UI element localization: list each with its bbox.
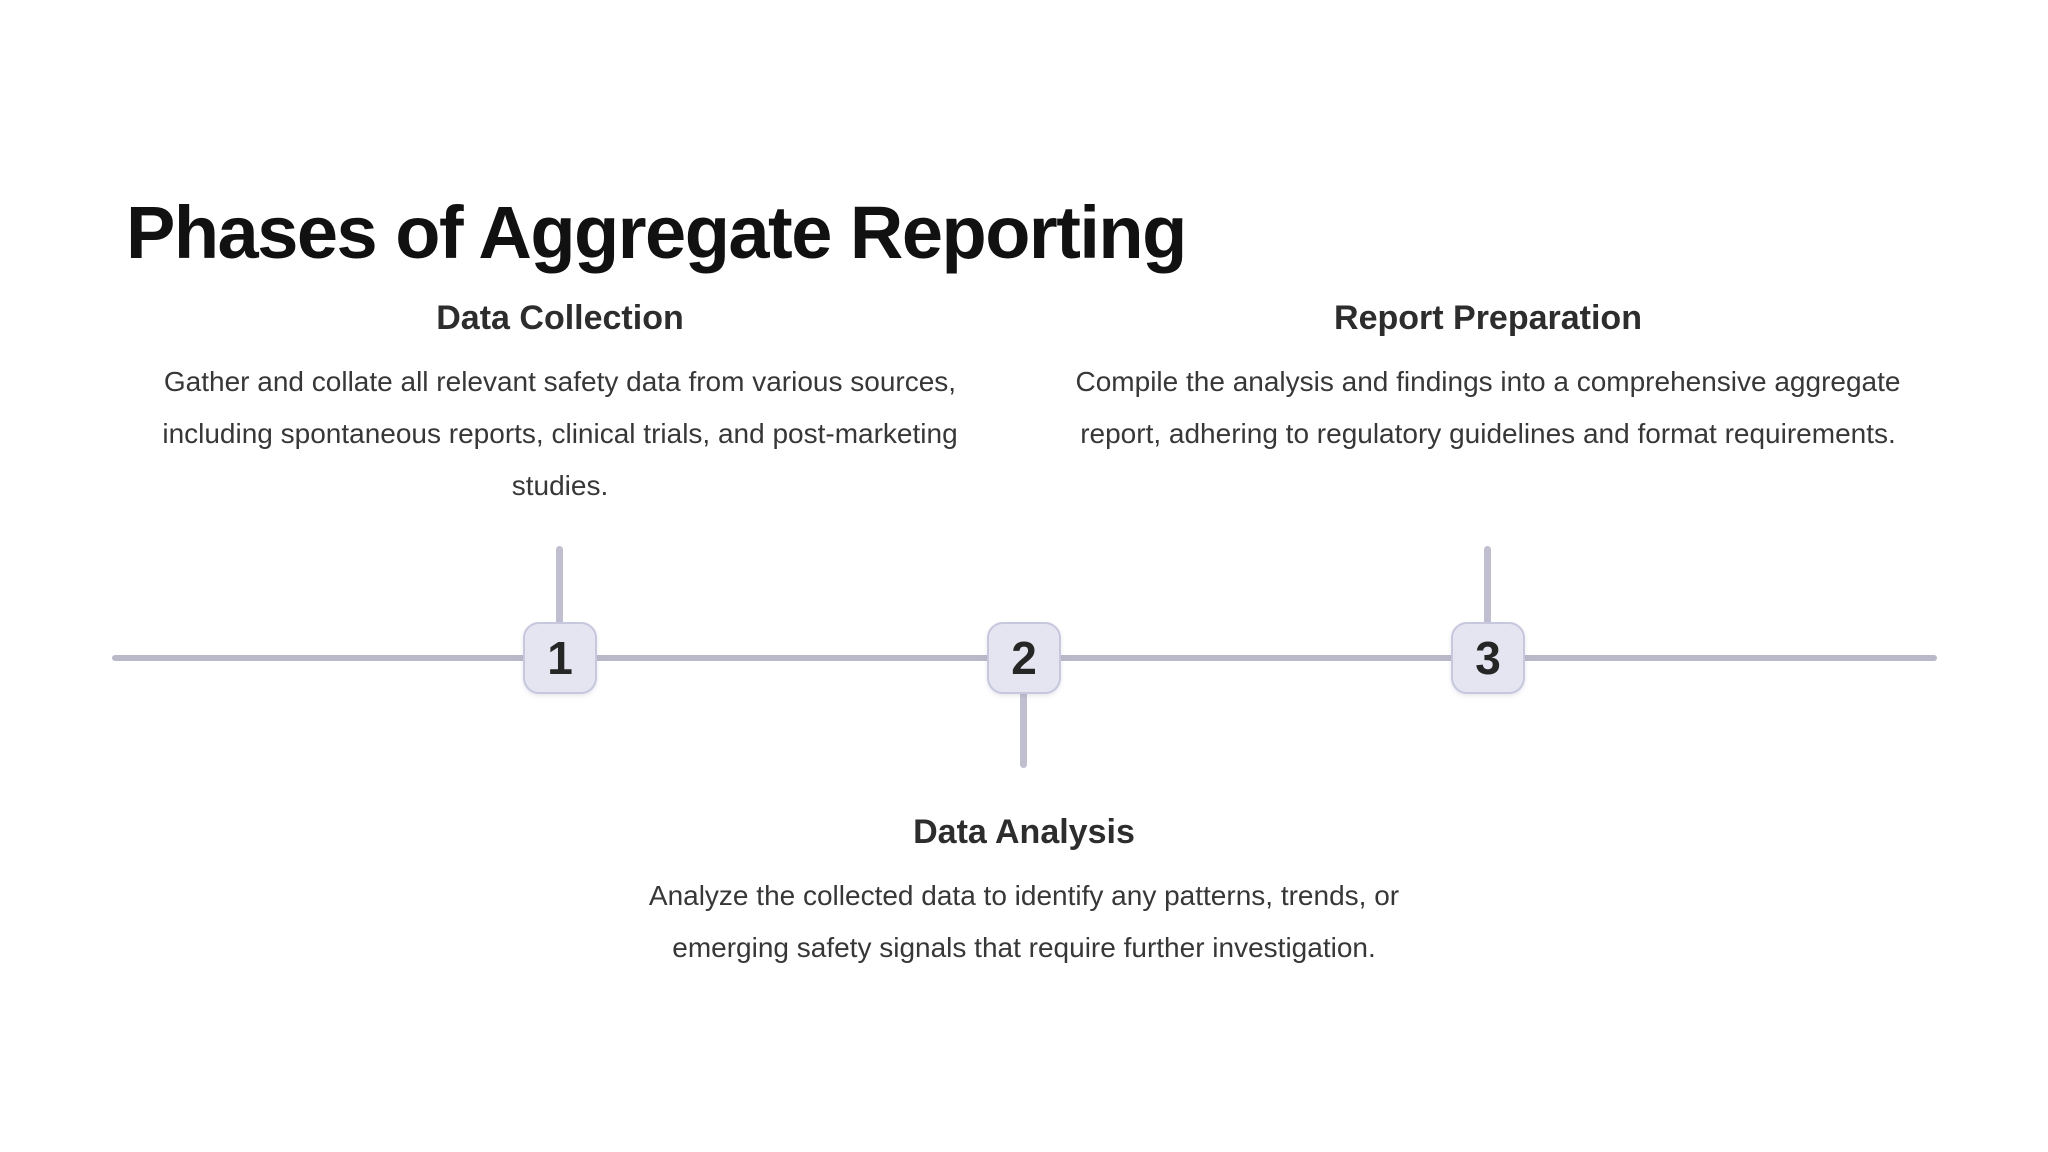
page-title: Phases of Aggregate Reporting — [126, 190, 1187, 274]
connector-phase-1 — [556, 546, 563, 628]
phase-title-data-collection: Data Collection — [436, 299, 684, 337]
phase-title-report-preparation: Report Preparation — [1334, 299, 1642, 337]
node-number-2: 2 — [1011, 632, 1037, 684]
node-number-3: 3 — [1475, 632, 1501, 684]
phase-block-data-analysis: Data Analysis Analyze the collected data… — [604, 810, 1444, 974]
connector-phase-3 — [1484, 546, 1491, 628]
phase-description-data-analysis: Analyze the collected data to identify a… — [648, 880, 1400, 963]
timeline-node-3: 3 — [1451, 622, 1525, 694]
phase-description-data-collection: Gather and collate all relevant safety d… — [162, 366, 958, 501]
phase-block-data-collection: Data Collection Gather and collate all r… — [140, 296, 980, 512]
phase-block-report-preparation: Report Preparation Compile the analysis … — [1068, 296, 1908, 460]
phase-title-data-analysis: Data Analysis — [913, 813, 1135, 851]
phase-description-report-preparation: Compile the analysis and findings into a… — [1075, 366, 1901, 449]
node-number-1: 1 — [547, 632, 573, 684]
timeline-node-1: 1 — [523, 622, 597, 694]
timeline-node-2: 2 — [987, 622, 1061, 694]
connector-phase-2 — [1020, 688, 1027, 768]
